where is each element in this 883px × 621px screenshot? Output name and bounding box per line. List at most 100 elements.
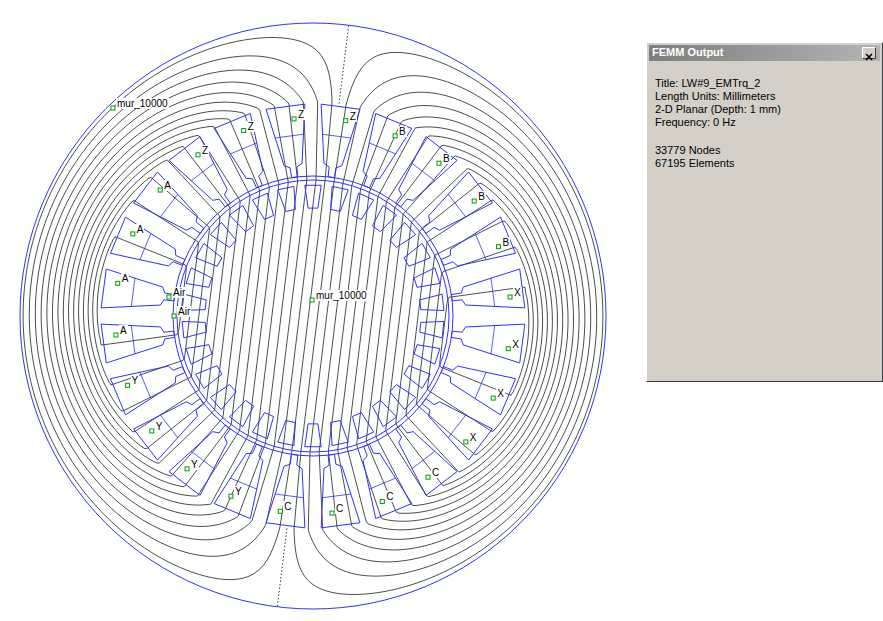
block-marker	[506, 347, 510, 351]
block-label: Y	[234, 486, 243, 497]
slot-divider	[191, 163, 214, 181]
block-marker	[330, 511, 334, 515]
block-label: X	[513, 287, 522, 298]
stator-slot	[363, 444, 412, 518]
stator-slot	[441, 366, 515, 415]
flux-line	[74, 135, 241, 463]
rotor-slot	[420, 294, 444, 310]
slot-divider	[160, 194, 178, 217]
block-label: Y	[131, 375, 140, 386]
rotor-slot	[305, 185, 321, 208]
rotor-slot	[414, 268, 440, 288]
stator-slot	[169, 425, 230, 495]
rotor-slot	[210, 222, 236, 247]
block-label: Z	[201, 145, 209, 156]
slot-divider	[131, 278, 135, 307]
stator-slot	[110, 217, 184, 266]
stator-slot	[422, 399, 492, 460]
block-marker	[437, 161, 441, 165]
block-label: C	[283, 501, 292, 512]
block-marker	[491, 396, 495, 400]
outer-boundary	[20, 23, 606, 609]
output-line: 33779 Nodes	[655, 144, 720, 157]
block-marker	[292, 117, 296, 121]
rotor-slot	[252, 193, 273, 219]
block-label: Y	[190, 459, 199, 470]
flux-line	[79, 146, 231, 449]
block-label: X	[469, 432, 478, 443]
flux-line	[366, 145, 562, 513]
rotor-slot	[186, 345, 212, 365]
block-label: Z	[247, 121, 255, 132]
flux-line	[347, 127, 573, 530]
block-marker	[114, 333, 118, 337]
block-label: A	[121, 273, 130, 284]
block-label: Z	[349, 111, 357, 122]
block-marker	[150, 429, 154, 433]
stator-slot	[441, 217, 515, 266]
block-label: Air	[177, 306, 191, 317]
stator-slot	[214, 113, 263, 187]
slot-divider	[491, 325, 495, 354]
rotor-slot	[210, 385, 236, 410]
block-marker	[167, 295, 171, 299]
rotor-slot	[352, 193, 373, 219]
stator-slot	[134, 399, 204, 460]
slot-divider	[140, 372, 151, 399]
block-label: A	[136, 224, 145, 235]
slot-divider	[140, 233, 151, 260]
flux-line	[338, 117, 579, 539]
stator-slot	[101, 269, 174, 308]
output-line: Title: LW#9_EMTrq_2	[655, 77, 760, 90]
window-title: FEMM Output	[652, 46, 723, 59]
block-label: X	[496, 388, 505, 399]
flux-line	[23, 38, 332, 580]
stator-bore	[173, 176, 453, 456]
output-line: 67195 Elements	[655, 157, 735, 170]
flux-line	[58, 111, 269, 496]
flux-line	[47, 93, 288, 515]
flux-lines	[23, 38, 603, 595]
output-line: 2-D Planar (Depth: 1 mm)	[655, 103, 781, 116]
stator-slot	[169, 137, 230, 207]
block-label: X	[511, 339, 520, 350]
block-marker	[131, 232, 135, 236]
slot-divider	[322, 134, 351, 138]
stator-slot	[422, 172, 492, 233]
slot-divider	[448, 415, 466, 438]
block-marker	[185, 467, 189, 471]
slot-divider	[230, 143, 257, 154]
machine-outline	[20, 23, 606, 609]
rotor-slot	[229, 205, 253, 231]
block-label: C	[385, 491, 394, 502]
block-marker	[464, 440, 468, 444]
block-marker	[472, 199, 476, 203]
slot-divider	[475, 372, 486, 399]
slot-divider	[131, 325, 135, 354]
slot-divider	[369, 143, 396, 154]
stator-slot	[266, 104, 305, 177]
rotor-slot	[390, 385, 416, 410]
block-label: C	[431, 467, 440, 478]
stator-slot	[110, 366, 184, 415]
output-line: Frequency: 0 Hz	[655, 116, 736, 129]
output-line: Length Units: Millimeters	[655, 90, 775, 103]
block-marker	[229, 494, 233, 498]
block-marker	[496, 245, 500, 249]
block-marker	[196, 153, 200, 157]
rotor-slot	[182, 321, 206, 337]
output-window: FEMM OutputTitle: LW#9_EMTrq_2Length Uni…	[646, 42, 883, 382]
slot-divider	[191, 451, 214, 469]
block-label: B	[442, 153, 451, 164]
block-label: Z	[297, 109, 305, 120]
stator-slot	[321, 454, 360, 527]
block-marker	[393, 134, 397, 138]
flux-line	[53, 102, 279, 505]
block-marker	[111, 106, 115, 110]
slot-divider	[491, 278, 495, 307]
stator-slot	[321, 104, 360, 177]
slot-divider	[412, 163, 435, 181]
rotor-slot	[372, 400, 396, 426]
rotor-slot	[252, 413, 273, 439]
block-marker	[344, 119, 348, 123]
